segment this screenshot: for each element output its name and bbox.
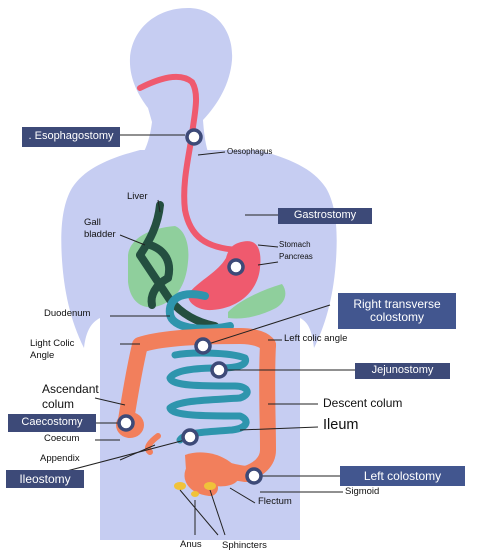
caecostomy-stoma — [119, 416, 133, 430]
left-colostomy-label: Left colostomy — [340, 466, 465, 486]
anus-label: Anus — [180, 540, 202, 550]
oesophagus-label: Oesophagus — [227, 148, 272, 157]
stomach-label: Stomach — [279, 241, 311, 250]
descent-colum-label: Descent colum — [323, 397, 402, 410]
sphincters-label: Sphincters — [222, 541, 267, 551]
esophagostomy-stoma — [187, 130, 201, 144]
gastrostomy-stoma — [229, 260, 243, 274]
ascendant-colum-label: Ascendant colum — [42, 382, 122, 412]
duodenum-label: Duodenum — [44, 309, 90, 319]
jejunostomy-label: Jejunostomy — [355, 363, 450, 379]
ileostomy-stoma — [183, 430, 197, 444]
light-colic-angle-label: Light Colic Angle — [30, 338, 100, 363]
flectum-label: Flectum — [258, 497, 292, 507]
esophagostomy-label: . Esophagostomy — [22, 127, 120, 147]
ileum-label: Ileum — [323, 418, 358, 434]
caecostomy-label: Caecostomy — [8, 414, 96, 432]
ileostomy-label: Ileostomy — [6, 470, 84, 488]
gall-bladder-label: Gall bladder — [84, 217, 124, 241]
liver-label: Liver — [127, 192, 148, 202]
jejunostomy-stoma — [212, 363, 226, 377]
left-colostomy-stoma — [247, 469, 261, 483]
coecum-label: Coecum — [44, 434, 79, 444]
left-colic-angle-label: Left colic angle — [284, 334, 347, 344]
gastrostomy-label: Gastrostomy — [278, 208, 372, 224]
pancreas-label: Pancreas — [279, 253, 313, 262]
sigmoid-label: Sigmoid — [345, 487, 379, 497]
right-transverse-colostomy-label: Right transverse colostomy — [338, 293, 456, 329]
right-transverse-colostomy-stoma — [196, 339, 210, 353]
appendix-label: Appendix — [40, 454, 80, 464]
